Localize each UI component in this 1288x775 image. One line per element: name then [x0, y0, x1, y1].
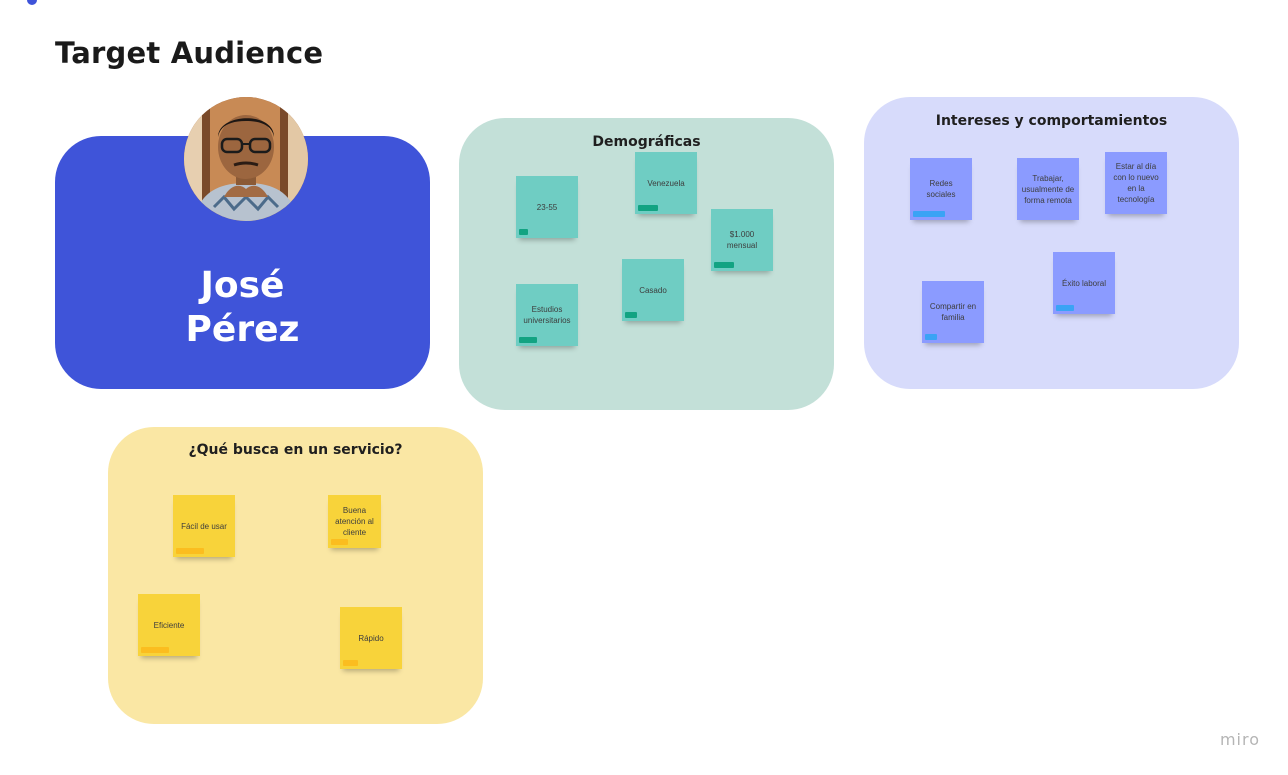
persona-last-name: Pérez [185, 309, 300, 350]
note-tag [343, 660, 358, 666]
service-frame[interactable]: ¿Qué busca en un servicio? Fácil de usar… [108, 427, 483, 724]
service-note-easy[interactable]: Fácil de usar [173, 495, 235, 557]
interests-note-social[interactable]: Redes sociales [910, 158, 972, 220]
note-tag [331, 539, 348, 545]
note-tag [913, 211, 945, 217]
person-photo-icon [184, 97, 308, 221]
page-title: Target Audience [55, 36, 324, 70]
note-tag [519, 229, 528, 235]
note-tag [638, 205, 658, 211]
demographics-note-status[interactable]: Casado [622, 259, 684, 321]
demographics-note-country[interactable]: Venezuela [635, 152, 697, 214]
note-tag [176, 548, 204, 554]
service-note-fast[interactable]: Rápido [340, 607, 402, 669]
persona-name: José Pérez [55, 264, 430, 352]
service-note-efficient[interactable]: Eficiente [138, 594, 200, 656]
miro-logo: miro [1219, 730, 1260, 749]
note-tag [519, 337, 537, 343]
note-tag [1056, 305, 1074, 311]
demographics-title: Demográficas [592, 134, 701, 150]
interests-note-technology[interactable]: Estar al día con lo nuevo en la tecnolog… [1105, 152, 1167, 214]
demographics-note-income[interactable]: $1.000 mensual [711, 209, 773, 271]
note-tag [625, 312, 637, 318]
note-tag [714, 262, 734, 268]
interests-title: Intereses y comportamientos [935, 113, 1168, 129]
avatar[interactable] [184, 97, 308, 221]
note-tag [925, 334, 937, 340]
interests-note-remote[interactable]: Trabajar, usualmente de forma remota [1017, 158, 1079, 220]
interests-note-success[interactable]: Éxito laboral [1053, 252, 1115, 314]
service-note-attention[interactable]: Buena atención al cliente [328, 495, 381, 548]
demographics-frame[interactable]: Demográficas 23-55 Venezuela $1.000 mens… [459, 118, 834, 410]
demographics-note-age[interactable]: 23-55 [516, 176, 578, 238]
persona-first-name: José [200, 265, 285, 306]
demographics-note-education[interactable]: Estudios universitarios [516, 284, 578, 346]
service-title: ¿Qué busca en un servicio? [188, 442, 403, 458]
interests-frame[interactable]: Intereses y comportamientos Redes social… [864, 97, 1239, 389]
interests-note-family[interactable]: Compartir en familia [922, 281, 984, 343]
note-tag [141, 647, 169, 653]
collaborator-cursor-dot [27, 0, 37, 5]
